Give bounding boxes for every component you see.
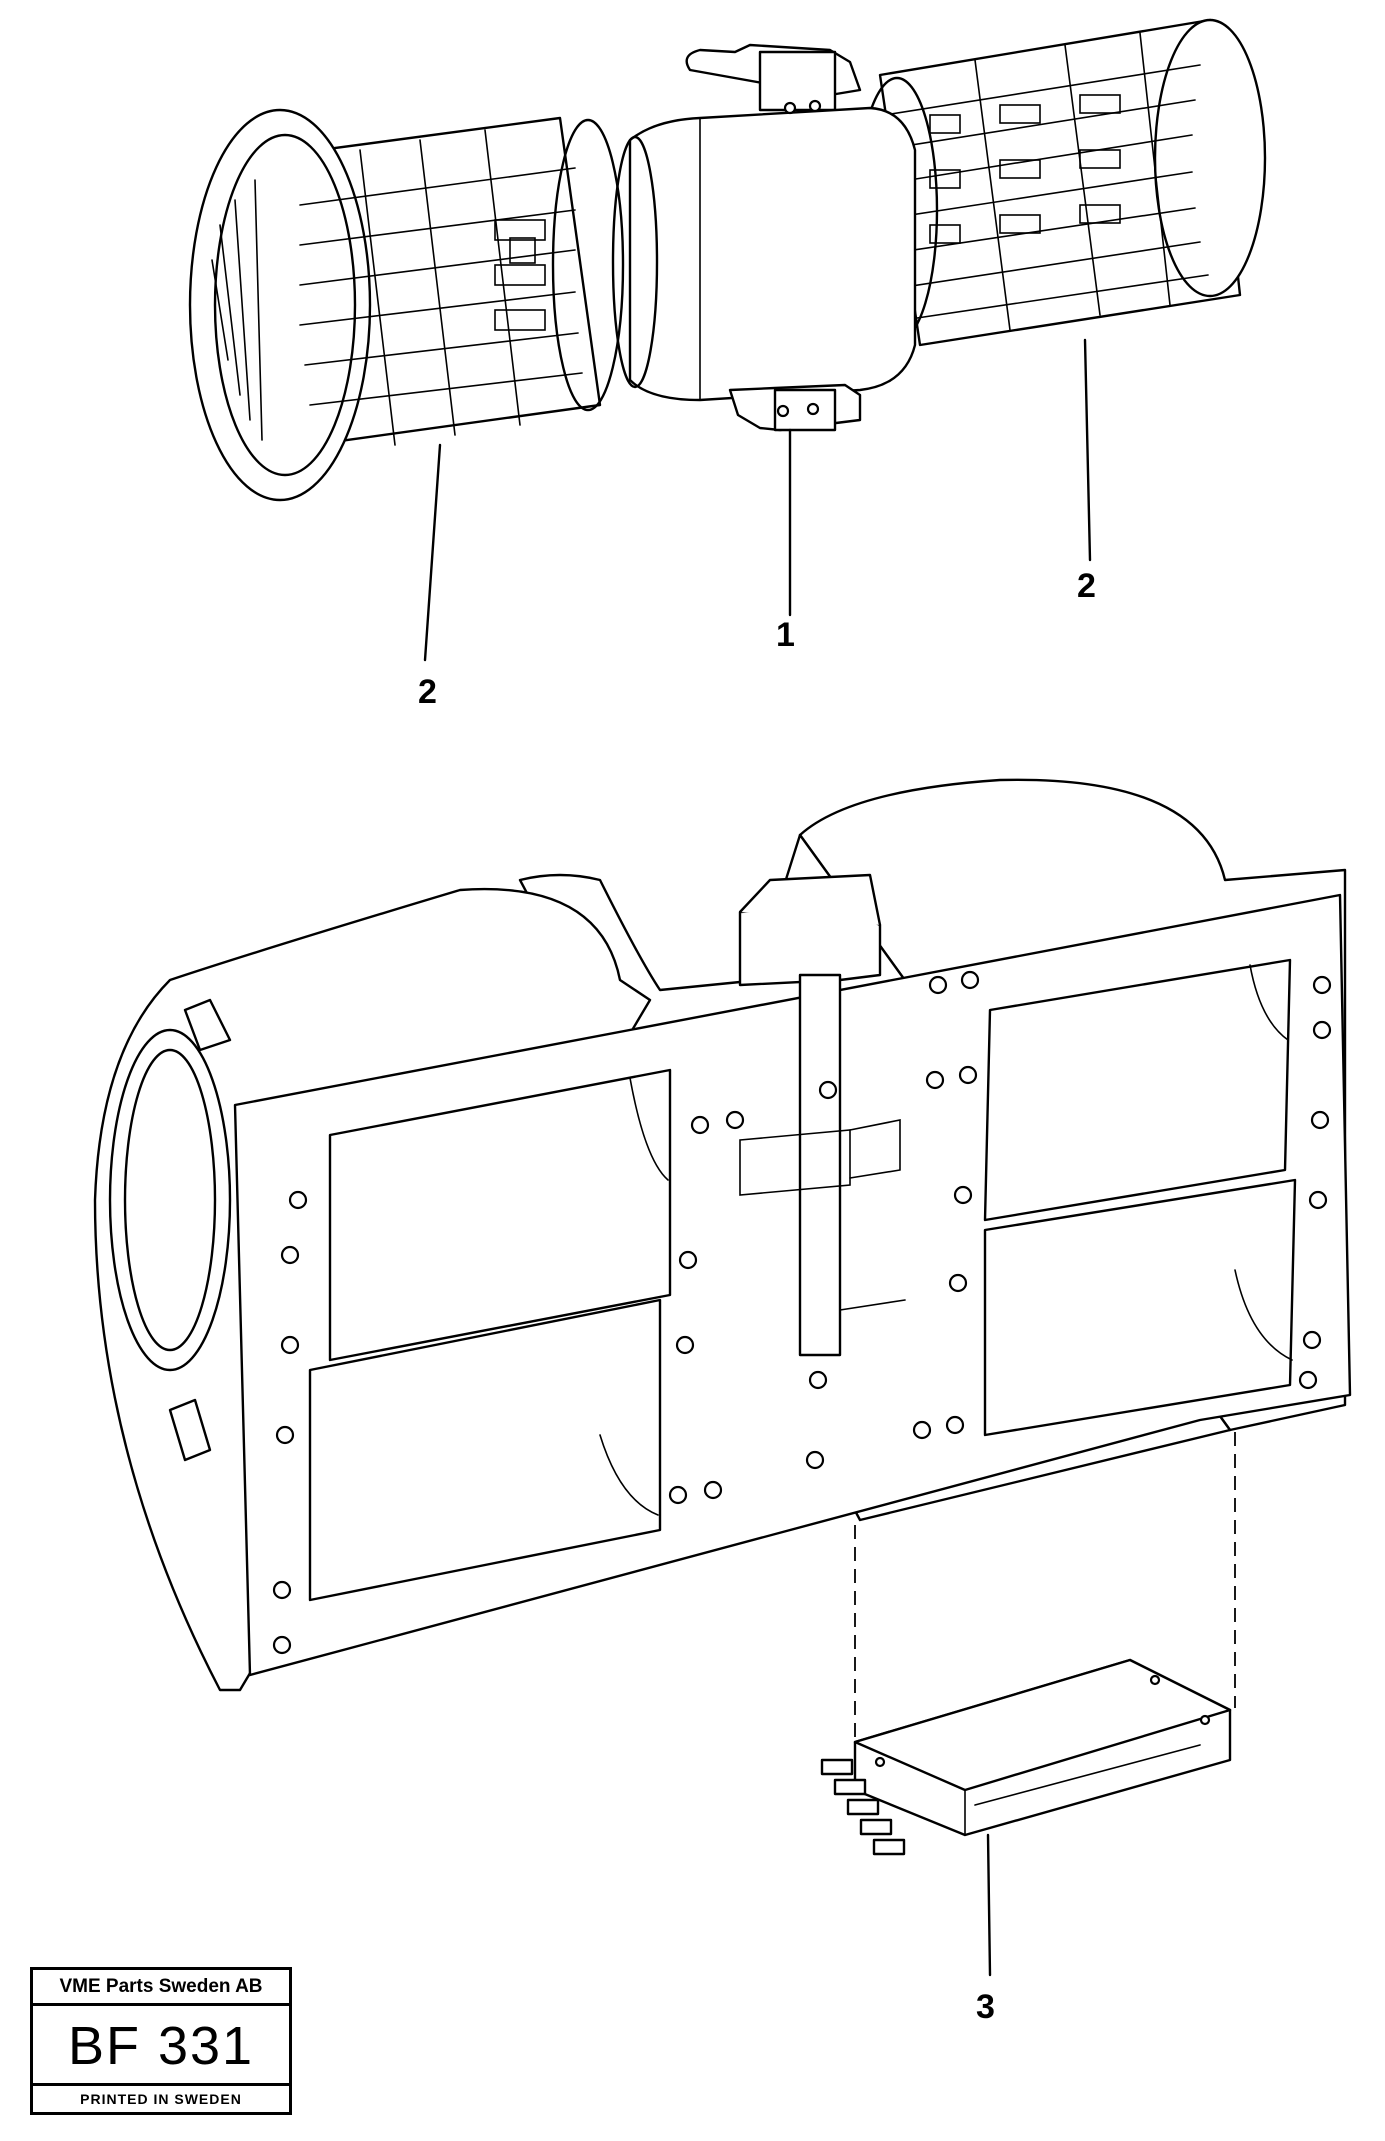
title-block-company: VME Parts Sweden AB xyxy=(33,1970,289,2006)
title-block: VME Parts Sweden AB BF 331 PRINTED IN SW… xyxy=(30,1967,292,2115)
callout-fan-wheel-right: 2 xyxy=(1077,567,1096,605)
leader-line-right-wheel xyxy=(1083,338,1092,562)
leader-line-left-wheel xyxy=(423,443,442,662)
callout-fan-wheel-left: 2 xyxy=(418,673,437,711)
title-block-printed: PRINTED IN SWEDEN xyxy=(80,2091,242,2107)
leader-line-resistor xyxy=(986,1833,992,1977)
blower-housing xyxy=(93,778,1352,1692)
fan-wheel-left xyxy=(188,108,625,502)
callout-motor: 1 xyxy=(776,616,795,654)
callout-resistor: 3 xyxy=(976,1988,995,2026)
blower-resistor xyxy=(820,1658,1232,1856)
fan-wheel-right xyxy=(855,18,1267,347)
fan-motor-assembly xyxy=(188,18,1267,502)
blower-motor xyxy=(611,43,917,432)
mounting-holes xyxy=(272,970,1332,1655)
title-block-code: BF 331 xyxy=(33,2006,289,2086)
